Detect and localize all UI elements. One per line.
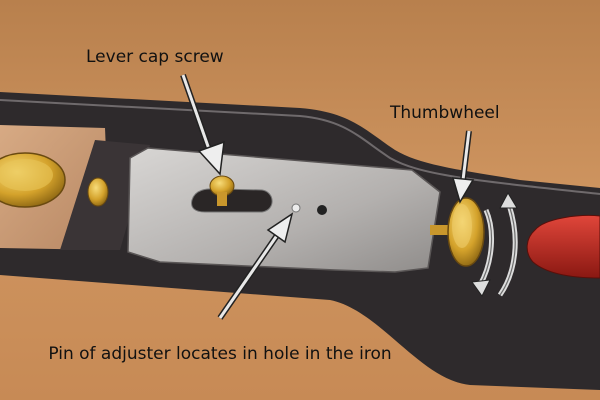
- pointer-arrow-icon: [217, 212, 294, 320]
- lever-cap-screw-label: Lever cap screw: [86, 47, 224, 67]
- plane-iron: [127, 147, 441, 273]
- brass-nut-icon: [87, 177, 109, 207]
- brass-knob-highlight: [0, 159, 53, 191]
- thumbwheel-highlight: [452, 204, 472, 248]
- iron-hole: [317, 205, 327, 215]
- pointer-arrow-icon: [180, 74, 225, 176]
- rotation-arrows-icon: [471, 191, 518, 297]
- adjuster-pin-label: Pin of adjuster locates in hole in the i…: [48, 344, 392, 364]
- lever-cap-screw-shank: [217, 192, 227, 206]
- iron-slot: [191, 188, 273, 213]
- plane-edge-highlight: [0, 99, 600, 195]
- thumbwheel-shaft: [430, 225, 455, 235]
- pointer-arrow-icon: [451, 130, 475, 204]
- tote-handle: [526, 215, 600, 279]
- adjuster-pin-hole: [291, 203, 301, 213]
- thumbwheel-label: Thumbwheel: [390, 103, 500, 123]
